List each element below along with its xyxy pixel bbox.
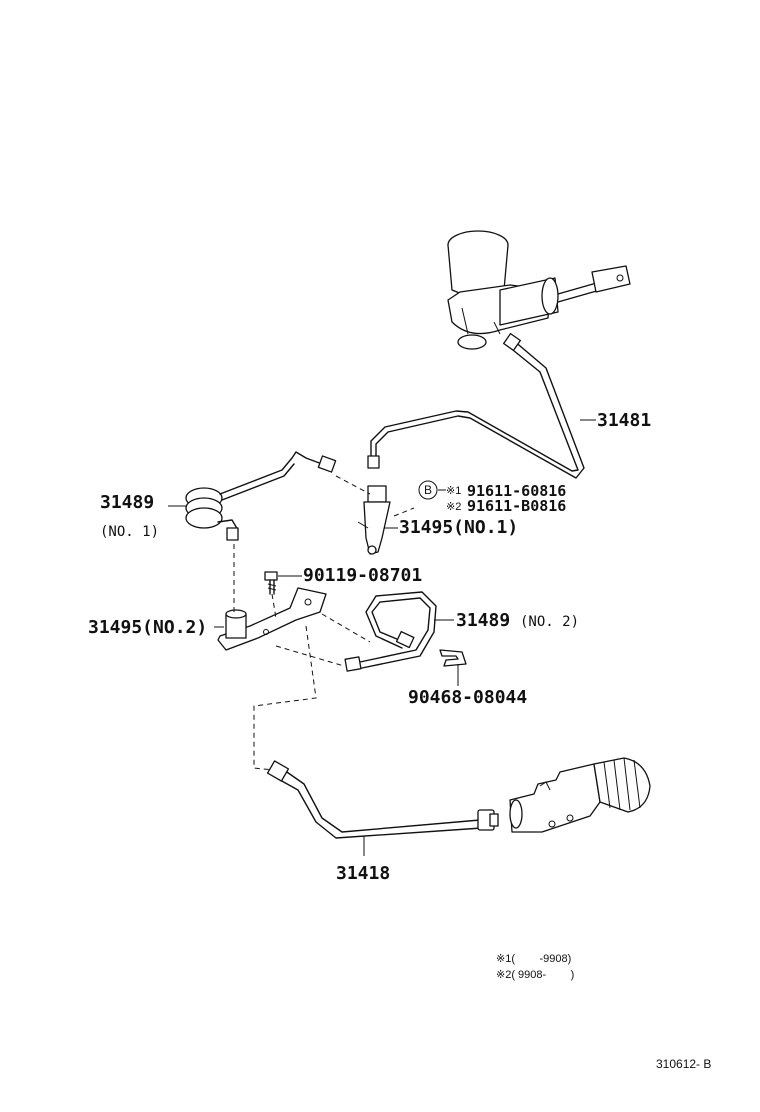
part-label-31495-no2: 31495(NO.2) [88,617,207,638]
part-label-31489-no2: 31489 [456,610,510,631]
b-mark-letter: B [424,483,432,497]
pipe-31489-no2-illustration [344,591,437,672]
b-circle-mark [418,480,438,500]
part-label-90468: 90468-08044 [408,687,527,708]
part-label-31495-no1: 31495(NO.1) [399,517,518,538]
hose-31418-illustration [266,760,499,839]
part-label-31489-no2-sub: (NO. 2) [520,614,579,630]
diagram-reference-number: 310612- B [656,1057,711,1071]
dashed-guide-bracket-upper [321,613,371,643]
alt2-mark: ※2 [446,501,461,513]
footnote-1: ※1( -9908) [496,953,571,965]
alt1-mark: ※1 [446,485,461,497]
dashed-guide-union1 [335,475,371,495]
clip-90468-illustration [439,649,467,667]
part-label-31418: 31418 [336,863,390,884]
part-label-alt2: 91611-B0816 [467,497,566,515]
footnote-2: ※2( 9908- ) [496,969,574,981]
part-label-alt1: 91611-60816 [467,482,566,500]
part-label-31489-no1-sub: (NO. 1) [100,524,159,540]
clutch-master-cylinder-illustration [447,230,631,350]
dashed-guide-bolt-to-bracket [271,593,277,619]
clutch-release-cylinder-illustration [509,757,651,833]
part-label-31481: 31481 [597,410,651,431]
pipe-31489-no1-illustration [185,451,337,541]
bolt-90119-illustration [264,571,278,595]
part-label-31489-no1: 31489 [100,492,154,513]
dashed-guide-bracket-lower [275,645,345,667]
pipe-31481-illustration [367,332,585,479]
union-31495-no1-illustration [357,485,391,555]
part-label-90119: 90119-08701 [303,565,422,586]
dashed-guide-bolt-b [393,507,415,517]
union-31495-no2-illustration [217,587,327,651]
dashed-guide-union2-to-hose [253,625,317,771]
